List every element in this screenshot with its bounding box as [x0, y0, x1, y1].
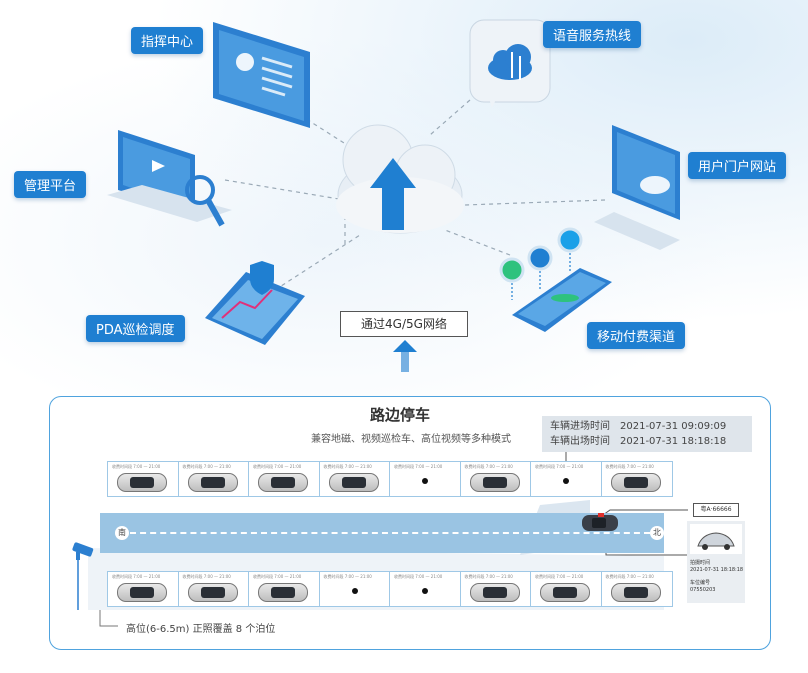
parking-lot: 收费时间段 7:00 — 21:00 [107, 461, 179, 497]
tag-management-platform: 管理平台 [14, 171, 87, 198]
parking-time-box: 车辆进场时间 2021-07-31 09:09:09 车辆出场时间 2021-07-… [542, 416, 752, 452]
lot-caption: 收费时间段 7:00 — 21:00 [323, 464, 372, 469]
central-cloud-icon [336, 124, 464, 234]
coverage-note: 高位(6-6.5m) 正照覆盖 8 个泊位 [126, 624, 276, 635]
magnetic-sensor-icon [422, 588, 428, 594]
snapshot-time-value: 2021-07-31 18:18:18 [690, 567, 744, 573]
parking-lot: 收费时间段 7:00 — 21:00 [459, 571, 532, 607]
parking-lot: 收费时间段 7:00 — 21:00 [600, 571, 673, 607]
tag-mobile-payment: 移动付费渠道 [587, 322, 686, 349]
lot-caption: 收费时间段 7:00 — 21:00 [112, 574, 161, 579]
lot-caption: 收费时间段 7:00 — 21:00 [323, 574, 372, 579]
user-portal-monitor-icon [594, 125, 680, 250]
parking-title: 路边停车 [370, 406, 431, 424]
parked-car-icon [540, 583, 590, 602]
parking-lot: 收费时间段 7:00 — 21:00 [248, 571, 320, 607]
north-marker: 北 [650, 526, 664, 540]
plate-number: 粤A·66666 [693, 503, 739, 517]
lot-caption: 收费时间段 7:00 — 21:00 [112, 464, 161, 469]
road-center-line [130, 532, 650, 534]
snapshot-card: 拍摄时间 2021-07-31 18:18:18 车位编号 07550203 [687, 521, 745, 603]
south-marker: 南 [115, 526, 129, 540]
parked-car-icon [117, 473, 167, 492]
parking-lot: 收费时间段 7:00 — 21:00 [177, 461, 250, 497]
lot-caption: 收费时间段 7:00 — 21:00 [605, 574, 654, 579]
network-diagram [107, 19, 680, 372]
parking-lot: 收费时间段 7:00 — 21:00 [318, 571, 391, 607]
uplink-arrow-icon [393, 340, 417, 372]
lot-caption: 收费时间段 7:00 — 21:00 [464, 464, 513, 469]
entry-time-value: 2021-07-31 09:09:09 [620, 421, 727, 432]
parked-car-icon [258, 583, 308, 602]
lot-caption: 收费时间段 7:00 — 21:00 [605, 464, 654, 469]
parking-lot: 收费时间段 7:00 — 21:00 [389, 571, 461, 607]
lot-caption: 收费时间段 7:00 — 21:00 [394, 464, 443, 469]
parked-car-icon [258, 473, 308, 492]
tag-command-center: 指挥中心 [131, 27, 204, 54]
car-snapshot-image [690, 524, 742, 554]
network-label: 通过4G/5G网络 [340, 311, 468, 337]
mobile-payment-phone-icon [499, 227, 612, 332]
parked-car-icon [328, 473, 379, 492]
parking-lot: 收费时间段 7:00 — 21:00 [107, 571, 179, 607]
voice-hotline-cloud-icon [469, 19, 551, 108]
tag-user-portal: 用户门户网站 [688, 152, 787, 179]
parking-lot: 收费时间段 7:00 — 21:00 [389, 461, 461, 497]
parking-lot: 收费时间段 7:00 — 21:00 [318, 461, 391, 497]
parking-lot: 收费时间段 7:00 — 21:00 [248, 461, 320, 497]
berth-label: 车位编号 [690, 580, 711, 586]
lot-caption: 收费时间段 7:00 — 21:00 [253, 574, 302, 579]
exit-time-label: 车辆出场时间 [550, 436, 610, 447]
parked-car-icon [610, 473, 661, 492]
management-laptop-icon [107, 130, 232, 227]
exit-time-value: 2021-07-31 18:18:18 [620, 436, 727, 447]
parked-car-icon [610, 583, 661, 602]
parking-lot: 收费时间段 7:00 — 21:00 [459, 461, 532, 497]
magnetic-sensor-icon [351, 588, 358, 594]
tag-voice-hotline: 语音服务热线 [543, 21, 642, 48]
entry-time-label: 车辆进场时间 [550, 421, 610, 432]
parked-car-icon [187, 473, 238, 492]
berth-number: 07550203 [690, 587, 716, 593]
parking-lot: 收费时间段 7:00 — 21:00 [177, 571, 250, 607]
parking-lot: 收费时间段 7:00 — 21:00 [530, 461, 602, 497]
lot-caption: 收费时间段 7:00 — 21:00 [535, 574, 584, 579]
parking-subtitle: 兼容地磁、视频巡检车、高位视频等多种模式 [311, 434, 511, 445]
lot-caption: 收费时间段 7:00 — 21:00 [182, 464, 231, 469]
lot-caption: 收费时间段 7:00 — 21:00 [253, 464, 302, 469]
lot-caption: 收费时间段 7:00 — 21:00 [182, 574, 231, 579]
lot-caption: 收费时间段 7:00 — 21:00 [394, 574, 443, 579]
parking-lot: 收费时间段 7:00 — 21:00 [530, 571, 602, 607]
lot-caption: 收费时间段 7:00 — 21:00 [535, 464, 584, 469]
parked-car-icon [187, 583, 238, 602]
parking-lot: 收费时间段 7:00 — 21:00 [600, 461, 673, 497]
pda-tablet-icon [205, 261, 305, 345]
magnetic-sensor-icon [422, 478, 428, 484]
parked-car-icon [469, 583, 520, 602]
parked-car-icon [117, 583, 167, 602]
lot-caption: 收费时间段 7:00 — 21:00 [464, 574, 513, 579]
snapshot-time-label: 拍摄时间 [690, 560, 711, 566]
tag-pda-dispatch: PDA巡检调度 [86, 315, 185, 342]
command-center-monitor-icon [213, 22, 310, 128]
magnetic-sensor-icon [563, 478, 569, 484]
parked-car-icon [469, 473, 520, 492]
